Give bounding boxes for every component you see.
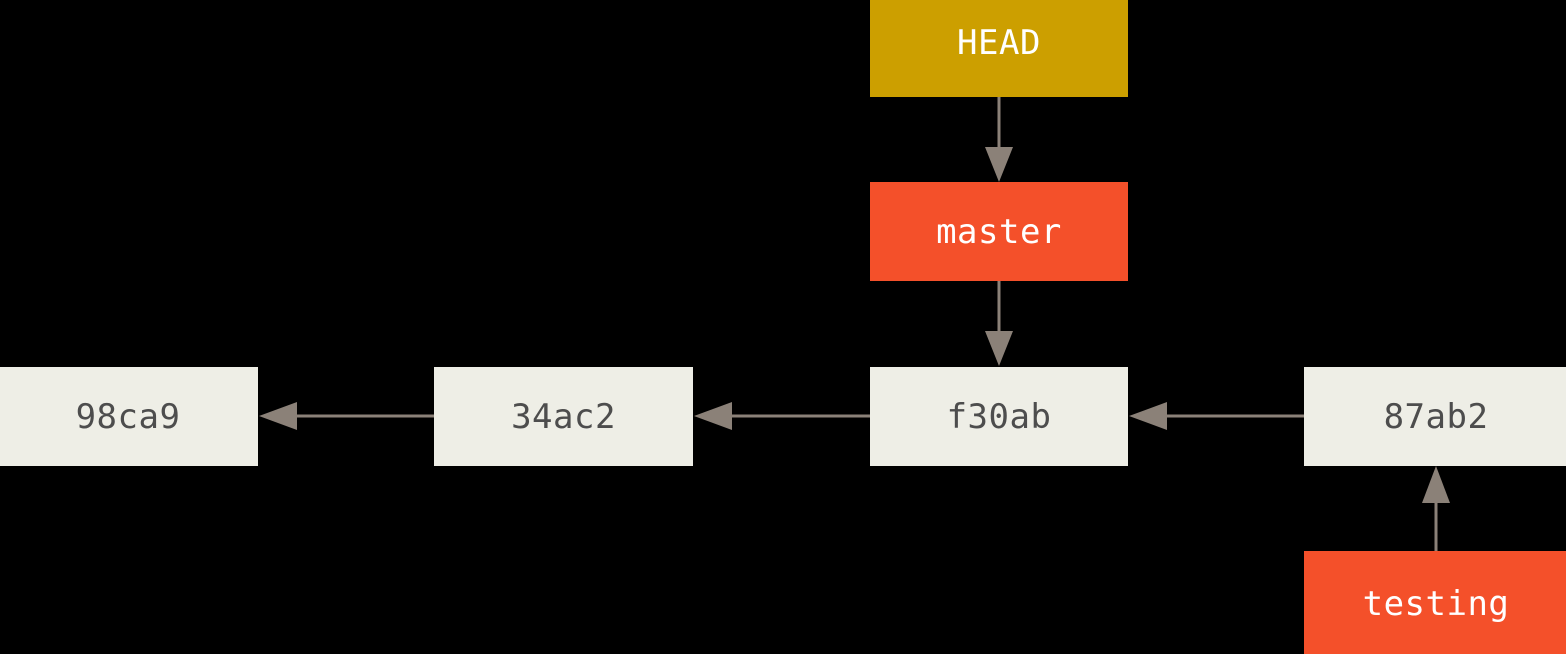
node-branch-master[interactable]: master: [870, 182, 1128, 281]
node-commit-f30ab-label: f30ab: [946, 396, 1052, 437]
node-commit-87ab2-label: 87ab2: [1383, 396, 1489, 437]
edge-f30ab-to-34ac2: [694, 402, 870, 430]
node-branch-master-label: master: [936, 211, 1062, 252]
node-commit-f30ab[interactable]: f30ab: [870, 367, 1128, 466]
node-branch-testing-label: testing: [1362, 583, 1510, 624]
edge-head-to-master: [985, 97, 1013, 182]
node-head[interactable]: HEAD: [870, 0, 1128, 97]
node-head-label: HEAD: [957, 22, 1041, 63]
edge-testing-to-87ab2: [1422, 466, 1450, 551]
node-commit-34ac2-label: 34ac2: [511, 396, 616, 437]
edge-87ab2-to-f30ab: [1129, 402, 1304, 430]
node-branch-testing[interactable]: testing: [1304, 551, 1566, 654]
node-commit-87ab2[interactable]: 87ab2: [1304, 367, 1566, 466]
node-commit-98ca9[interactable]: 98ca9: [0, 367, 258, 466]
edge-34ac2-to-98ca9: [259, 402, 434, 430]
node-commit-34ac2[interactable]: 34ac2: [434, 367, 693, 466]
node-commit-98ca9-label: 98ca9: [75, 396, 181, 437]
edge-master-to-f30ab: [985, 281, 1013, 366]
